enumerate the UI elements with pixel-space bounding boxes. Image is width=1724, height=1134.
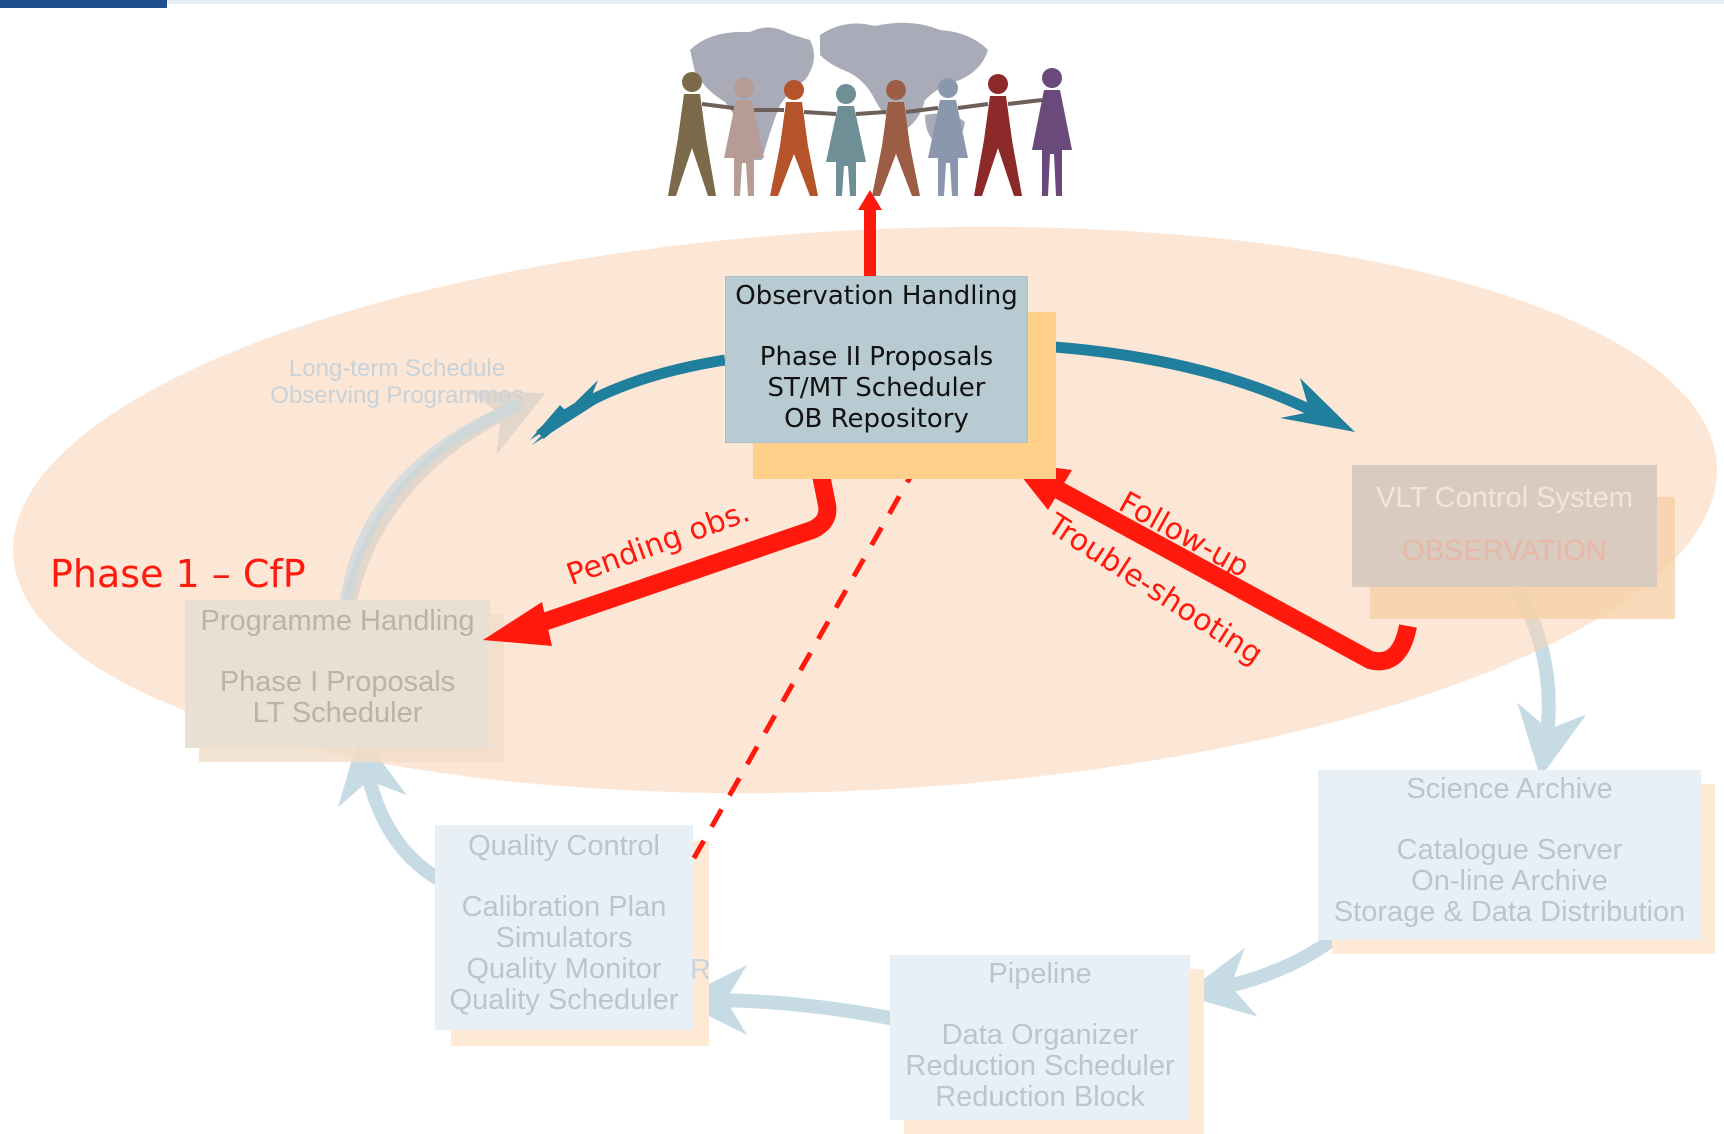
stray-letter: R <box>690 954 711 986</box>
archive-title: Science Archive <box>1406 773 1613 805</box>
person <box>872 80 920 196</box>
pipeline-title: Pipeline <box>988 958 1092 990</box>
long-term-schedule-label: Long-term Schedule Observing Programmes <box>262 355 532 409</box>
archive-line: Catalogue Server <box>1396 834 1623 866</box>
quality-line: Simulators <box>495 922 633 954</box>
box-vlt-control-system: VLT Control System OBSERVATION <box>1352 465 1675 619</box>
person <box>1032 68 1072 196</box>
box-quality-control: Quality Control Calibration Plan Simulat… <box>435 825 709 1046</box>
red-dashed-line <box>687 463 920 867</box>
pending-arrowhead <box>483 602 552 646</box>
person <box>974 74 1022 196</box>
center-line: ST/MT Scheduler <box>767 373 986 403</box>
teal-arrow-right <box>1024 339 1333 425</box>
pipeline-line: Reduction Block <box>935 1081 1145 1113</box>
center-line: Phase II Proposals <box>759 342 994 372</box>
box-programme-handling: Programme Handling Phase I Proposals LT … <box>185 600 504 762</box>
corner-bar <box>0 0 167 8</box>
quality-line: Calibration Plan <box>461 891 667 923</box>
pipeline-line: Reduction Scheduler <box>905 1050 1175 1082</box>
red-up-arrowhead <box>858 190 882 210</box>
top-rule <box>167 0 1724 4</box>
teal-arrow-left <box>536 354 726 440</box>
center-line: OB Repository <box>784 404 969 434</box>
person <box>928 78 968 196</box>
person <box>826 84 866 196</box>
box-science-archive: Science Archive Catalogue Server On-line… <box>1318 770 1715 954</box>
teal-arrowhead-right <box>1280 378 1355 432</box>
archive-line: On-line Archive <box>1411 865 1608 897</box>
phase-title: Phase 1 – CfP <box>50 552 306 596</box>
followup-arrow <box>1050 480 1417 671</box>
center-title: Observation Handling <box>735 281 1018 311</box>
vlt-subtitle: OBSERVATION <box>1402 535 1607 567</box>
ghost-line: Observing Programmes <box>270 382 524 409</box>
pending-arrow <box>532 458 837 634</box>
quality-line: Quality Scheduler <box>449 984 679 1016</box>
quality-title: Quality Control <box>468 830 660 862</box>
programme-title: Programme Handling <box>200 605 475 637</box>
box-pipeline: Pipeline Data Organizer Reduction Schedu… <box>890 955 1204 1134</box>
vlt-title: VLT Control System <box>1376 482 1633 514</box>
people-chain-icon <box>668 68 1072 196</box>
box-observation-handling: Observation Handling Phase II Proposals … <box>725 276 1056 479</box>
arrow-quality-to-programme <box>337 732 444 887</box>
person <box>724 78 764 196</box>
person <box>770 80 818 196</box>
programme-line: Phase I Proposals <box>219 666 456 698</box>
quality-line: Quality Monitor <box>466 953 662 985</box>
archive-line: Storage & Data Distribution <box>1333 896 1686 928</box>
person <box>668 72 716 196</box>
ghost-line: Long-term Schedule <box>288 355 506 382</box>
programme-line: LT Scheduler <box>252 697 423 729</box>
arrow-pipeline-to-quality <box>677 965 902 1036</box>
pipeline-line: Data Organizer <box>941 1019 1139 1051</box>
